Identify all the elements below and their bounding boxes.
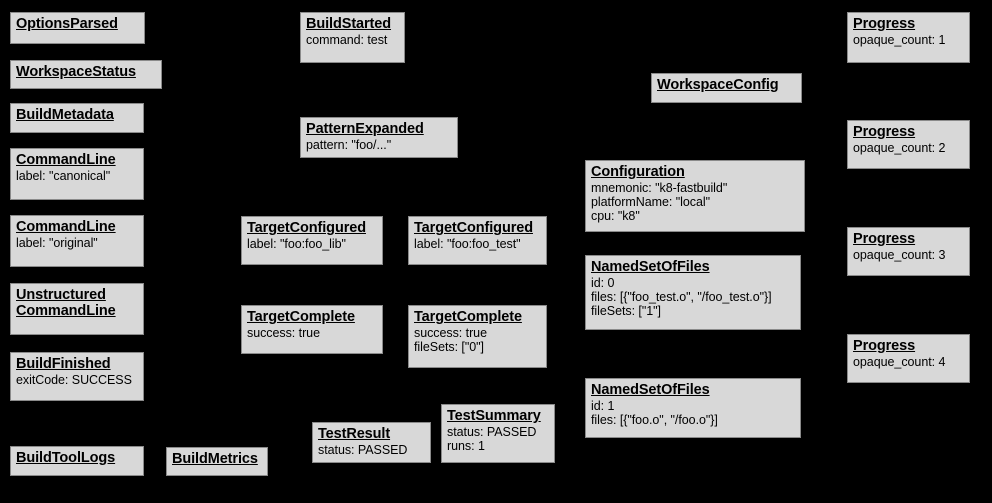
node-attribute-line: files: [{"foo_test.o", "/foo_test.o"}]: [591, 290, 772, 305]
node-title: PatternExpanded: [306, 121, 424, 137]
node-attribute-line: success: true: [247, 326, 320, 341]
node-attribute-line: opaque_count: 1: [853, 33, 946, 48]
node-attributes: label: "canonical": [16, 169, 138, 183]
node-options-parsed[interactable]: OptionsParsed: [10, 12, 145, 44]
node-title: TargetComplete: [414, 309, 522, 325]
node-attributes: mnemonic: "k8-fastbuild"platformName: "l…: [591, 181, 799, 223]
node-attribute-line: opaque_count: 3: [853, 248, 946, 263]
node-title: TestSummary: [447, 408, 541, 424]
node-attribute-line: runs: 1: [447, 439, 485, 454]
node-title: CommandLine: [16, 152, 116, 168]
node-attribute-line: platformName: "local": [591, 195, 710, 210]
node-title: Progress: [853, 16, 916, 32]
node-attribute-line: files: [{"foo.o", "/foo.o"}]: [591, 413, 718, 428]
node-attributes: label: "foo:foo_test": [414, 237, 541, 251]
node-attribute-line: status: PASSED: [318, 443, 408, 458]
node-attributes: label: "original": [16, 236, 138, 250]
node-title: BuildStarted: [306, 16, 392, 32]
node-title: NamedSetOfFiles: [591, 259, 710, 275]
node-attribute-line: label: "foo:foo_lib": [247, 237, 346, 252]
node-title: TargetConfigured: [414, 220, 533, 236]
node-attributes: label: "foo:foo_lib": [247, 237, 377, 251]
node-attributes: opaque_count: 3: [853, 248, 964, 262]
node-attribute-line: id: 1: [591, 399, 615, 414]
node-attribute-line: opaque_count: 4: [853, 355, 946, 370]
node-title: Progress: [853, 338, 916, 354]
node-attribute-line: id: 0: [591, 276, 615, 291]
node-build-tool-logs[interactable]: BuildToolLogs: [10, 446, 144, 476]
node-title: NamedSetOfFiles: [591, 382, 710, 398]
node-attribute-line: label: "original": [16, 236, 98, 251]
node-workspace-status[interactable]: WorkspaceStatus: [10, 60, 162, 89]
node-attribute-line: pattern: "foo/...": [306, 138, 392, 153]
node-title: TestResult: [318, 426, 391, 442]
node-title: WorkspaceConfig: [657, 77, 779, 93]
node-attribute-line: status: PASSED: [447, 425, 537, 440]
node-attributes: opaque_count: 1: [853, 33, 964, 47]
node-title: BuildMetrics: [172, 451, 258, 467]
node-title: Configuration: [591, 164, 685, 180]
node-title: TargetConfigured: [247, 220, 366, 236]
node-attribute-line: success: true: [414, 326, 487, 341]
node-attributes: opaque_count: 4: [853, 355, 964, 369]
node-attribute-line: exitCode: SUCCESS: [16, 373, 132, 388]
node-attributes: pattern: "foo/...": [306, 138, 452, 152]
node-title: BuildFinished: [16, 356, 111, 372]
node-attribute-line: fileSets: ["0"]: [414, 340, 484, 355]
node-title: Progress: [853, 231, 916, 247]
node-title: OptionsParsed: [16, 16, 118, 32]
node-attribute-line: label: "canonical": [16, 169, 111, 184]
node-attributes: opaque_count: 2: [853, 141, 964, 155]
node-title: TargetComplete: [247, 309, 355, 325]
node-attributes: command: test: [306, 33, 399, 47]
node-attributes: status: PASSED: [318, 443, 425, 457]
node-title: CommandLine: [16, 219, 116, 235]
node-attribute-line: label: "foo:foo_test": [414, 237, 521, 252]
node-title: BuildToolLogs: [16, 450, 116, 466]
node-build-metrics[interactable]: BuildMetrics: [166, 447, 268, 476]
node-title: WorkspaceStatus: [16, 64, 136, 80]
node-title: Unstructured CommandLine: [16, 287, 116, 320]
node-attributes: exitCode: SUCCESS: [16, 373, 138, 387]
node-attribute-line: opaque_count: 2: [853, 141, 946, 156]
node-attribute-line: fileSets: ["1"]: [591, 304, 661, 319]
node-attributes: success: true: [247, 326, 377, 340]
node-attribute-line: command: test: [306, 33, 388, 48]
node-unstructured-command-line[interactable]: Unstructured CommandLine: [10, 283, 144, 335]
node-workspace-config[interactable]: WorkspaceConfig: [651, 73, 802, 103]
node-title: Progress: [853, 124, 916, 140]
node-attribute-line: mnemonic: "k8-fastbuild": [591, 181, 728, 196]
node-attribute-line: cpu: "k8": [591, 209, 640, 224]
node-build-metadata[interactable]: BuildMetadata: [10, 103, 144, 133]
node-title: BuildMetadata: [16, 107, 114, 123]
